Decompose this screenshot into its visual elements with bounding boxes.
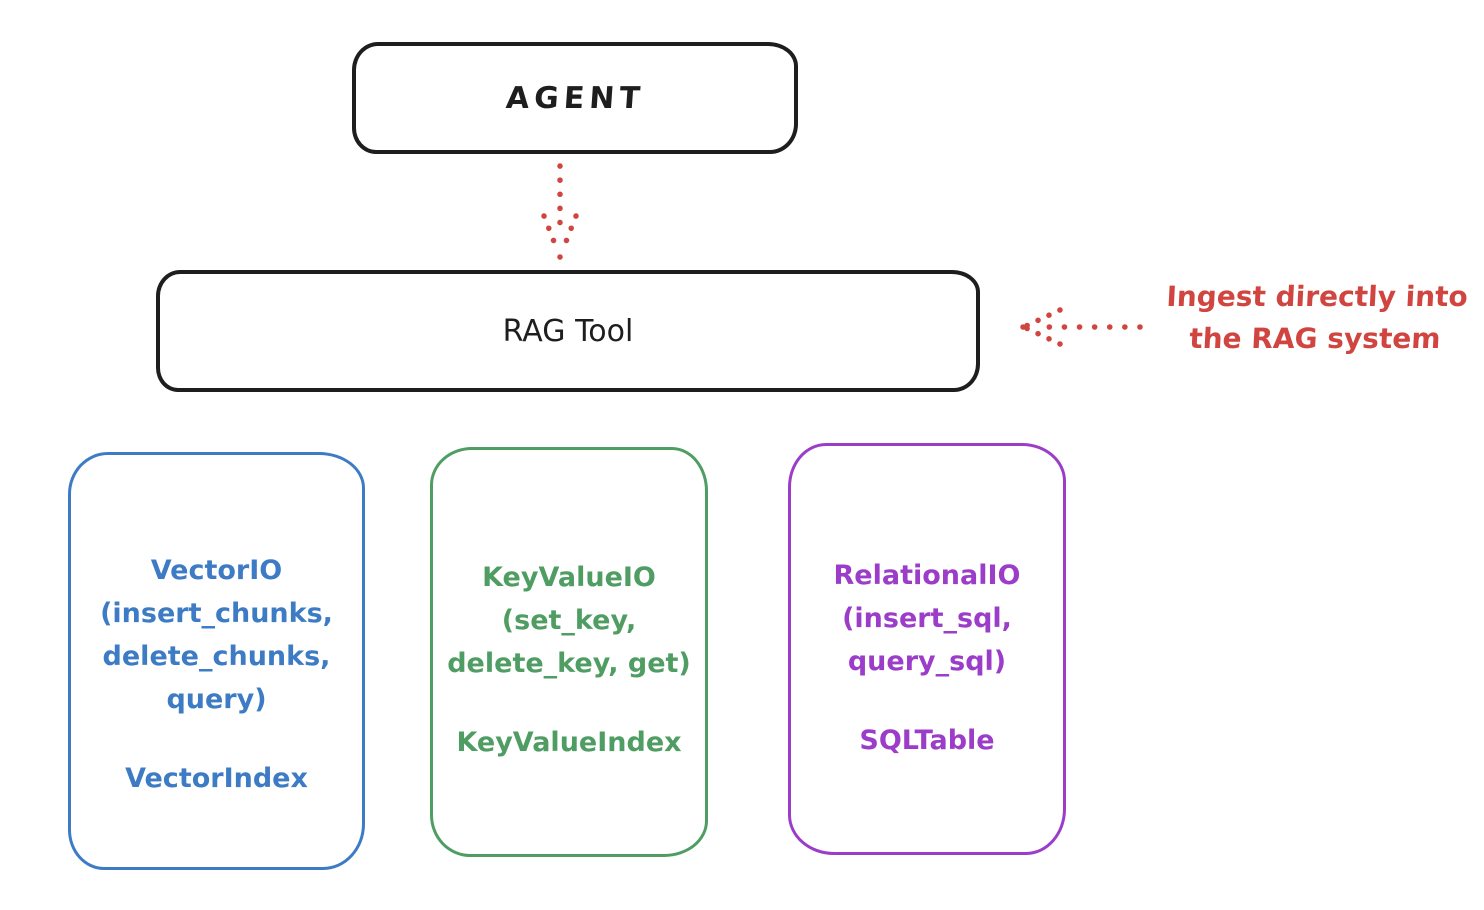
sql-table-label: SQLTable	[859, 725, 995, 756]
keyvalue-io-title-line: (set_key,	[501, 605, 637, 636]
rag-tool-label: RAG Tool	[502, 313, 634, 349]
rag-tool-box: RAG Tool	[156, 270, 980, 392]
ingest-annotation: Ingest directly into the RAG system	[1146, 276, 1484, 360]
annotation-to-ragtool-arrow	[1020, 307, 1143, 347]
relational-io-title-line: query_sql)	[847, 646, 1007, 677]
keyvalue-io-title-line: KeyValueIO	[482, 562, 656, 593]
keyvalue-io-box: KeyValueIO (set_key, delete_key, get) Ke…	[430, 447, 708, 857]
relational-io-title-line: RelationalIO	[833, 560, 1021, 591]
agent-label: AGENT	[504, 80, 646, 116]
keyvalue-index-label: KeyValueIndex	[456, 727, 682, 758]
vector-io-title-line: (insert_chunks,	[100, 598, 333, 629]
vector-io-box: VectorIO (insert_chunks, delete_chunks, …	[68, 452, 365, 870]
ingest-annotation-line1: Ingest directly into	[1165, 280, 1469, 313]
vector-index-label: VectorIndex	[125, 763, 308, 794]
agent-box: AGENT	[352, 42, 798, 154]
vector-io-title-line: VectorIO	[150, 555, 283, 586]
keyvalue-io-title-line: delete_key, get)	[447, 648, 691, 679]
ingest-annotation-line2: the RAG system	[1188, 322, 1442, 355]
relational-io-box: RelationalIO (insert_sql, query_sql) SQL…	[788, 443, 1066, 855]
agent-to-ragtool-arrow	[541, 163, 579, 260]
relational-io-title-line: (insert_sql,	[842, 603, 1012, 634]
vector-io-title-line: delete_chunks,	[102, 641, 331, 672]
vector-io-title-line: query)	[166, 684, 267, 715]
